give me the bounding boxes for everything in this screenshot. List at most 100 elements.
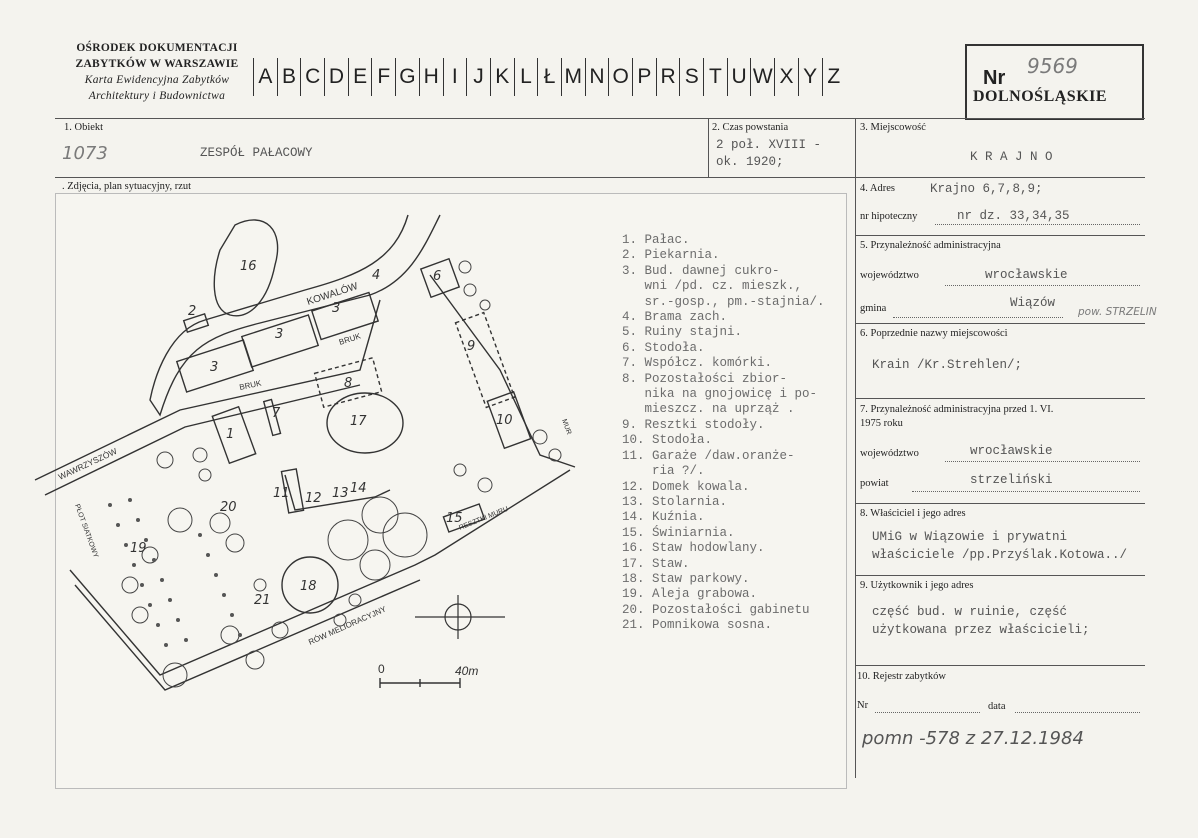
rule: [55, 118, 1145, 119]
poprzednie-label: 6. Poprzednie nazwy miejscowości: [860, 328, 1008, 339]
num-13: 13: [332, 486, 349, 501]
region-label: DOLNOŚLĄSKIE: [973, 88, 1108, 105]
letter: H: [418, 58, 443, 96]
przed1975-label-2: 1975 roku: [860, 418, 903, 429]
road: [149, 214, 441, 417]
letter: R: [655, 58, 680, 96]
uzytkownik-value-2: użytkowana przez właścicieli;: [872, 623, 1090, 637]
miejscowosc-value: K R A J N O: [970, 150, 1053, 164]
nr-box: Nr 9569 DOLNOŚLĄSKIE: [965, 44, 1144, 120]
road-west: [34, 299, 381, 481]
powiat-line: [912, 491, 1140, 492]
institution-line-2: ZABYTKÓW W WARSZAWIE: [75, 58, 239, 70]
letter: U: [726, 58, 751, 96]
legend-item: 1. Pałac.: [622, 233, 690, 247]
scale-bar: [379, 678, 461, 688]
rejestr-label: 10. Rejestr zabytków: [857, 671, 946, 682]
legend-item: 5. Ruiny stajni.: [622, 325, 743, 340]
legend-item: 21. Pomnikowa sosna.: [622, 618, 773, 633]
wojewodztwo-label: województwo: [860, 270, 919, 281]
num-21: 21: [254, 593, 271, 608]
letter: K: [489, 58, 514, 96]
legend-item: wni /pd. cz. mieszk.,: [622, 279, 803, 294]
building-10: [486, 390, 532, 450]
wojewodztwo2-value: wrocławskie: [970, 444, 1053, 458]
rule: [855, 665, 1145, 666]
label-plot: PŁOT SIATKOWY: [73, 503, 99, 559]
rule: [855, 323, 1145, 324]
gmina-note: pow. STRZELIN: [1078, 306, 1157, 318]
letter: S: [679, 58, 703, 96]
card-line-2: Architektury i Budownictwa: [88, 90, 226, 102]
north-arrow-icon: [415, 595, 505, 639]
hipoteczny-label: nr hipoteczny: [860, 211, 918, 222]
num-14: 14: [350, 481, 367, 496]
rejestr-nr-label: Nr: [857, 700, 869, 711]
letter: Z: [821, 58, 846, 96]
nr-label: Nr: [983, 67, 1006, 89]
obiekt-number: 1073: [62, 143, 108, 164]
building-1: [211, 405, 257, 465]
letter: E: [347, 58, 372, 96]
wall-east: [429, 274, 576, 468]
letter: A: [253, 58, 277, 96]
label-bruk-2: BRUK: [239, 378, 263, 392]
czas-label: 2. Czas powstania: [712, 122, 789, 133]
wojewodztwo2-line: [945, 461, 1140, 462]
legend-item: 20. Pozostałości gabinetu: [622, 602, 810, 617]
rule: [855, 118, 856, 778]
num-8: 8: [344, 376, 352, 391]
rule: [855, 177, 1145, 178]
przed1975-label-1: 7. Przynależność administracyjna przed 1…: [860, 404, 1054, 415]
rule: [855, 503, 1145, 504]
legend: 1. Pałac. 2. Piekarnia. 3. Bud. dawnej c…: [622, 233, 825, 634]
rejestr-value: pomn -578 z 27.12.1984: [862, 728, 1084, 749]
num-9: 9: [467, 339, 475, 354]
letter-index: A B C D E F G H I J K L Ł M N O P R S T …: [253, 58, 845, 96]
letter: G: [395, 58, 419, 96]
adres-label: 4. Adres: [860, 183, 895, 194]
park-boundary: [69, 469, 571, 676]
letter: D: [324, 58, 348, 96]
letter: N: [584, 58, 609, 96]
obiekt-value: ZESPÓŁ PAŁACOWY: [200, 146, 313, 160]
legend-item: 15. Świniarnia.: [622, 525, 735, 540]
num-6: 6: [433, 269, 441, 284]
num-3c: 3: [332, 301, 340, 316]
wlasciciel-value-2: właściciele /pp.Przyślak.Kotowa../: [872, 548, 1128, 562]
card-line-1: Karta Ewidencyjna Zabytków: [84, 74, 230, 86]
legend-item: ria ?/.: [622, 464, 705, 479]
legend-item: 4. Brama zach.: [622, 310, 728, 325]
nr-value: 9569: [1027, 54, 1078, 78]
label-resztki: RESZTKI MURU: [458, 506, 509, 532]
num-1: 1: [226, 427, 234, 442]
gmina-value: Wiązów: [1010, 296, 1056, 310]
letter: I: [442, 58, 467, 96]
rule: [855, 575, 1145, 576]
przynaleznosc-label: 5. Przynależność administracyjna: [860, 240, 1001, 251]
legend-item: 16. Staw hodowlany.: [622, 541, 765, 556]
legend-item: 12. Domek kowala.: [622, 479, 750, 494]
num-20: 20: [220, 500, 237, 515]
trees: [121, 260, 562, 688]
rule: [855, 235, 1145, 236]
legend-item: 7. Współcz. komórki.: [622, 356, 773, 371]
legend-item: 10. Stodoła.: [622, 433, 713, 448]
legend-item: nika na gnojowicę i po-: [622, 387, 818, 402]
wojewodztwo-value: wrocławskie: [985, 268, 1068, 282]
num-7: 7: [272, 406, 281, 421]
num-12: 12: [305, 491, 322, 506]
poprzednie-value: Krain /Kr.Strehlen/;: [872, 358, 1023, 372]
obiekt-label: 1. Obiekt: [64, 122, 104, 133]
letter: W: [750, 58, 774, 96]
legend-item: sr.-gosp., pm.-stajnia/.: [622, 294, 825, 309]
num-4: 4: [372, 268, 380, 283]
building-3b: [240, 314, 320, 368]
letter: P: [632, 58, 656, 96]
rejestr-nr-line: [875, 712, 980, 713]
legend-item: 8. Pozostałości zbior-: [622, 371, 788, 386]
miejscowosc-label: 3. Miejscowość: [860, 122, 926, 133]
scale-40: 40m: [455, 664, 478, 678]
num-17: 17: [350, 414, 367, 429]
building-3c: [310, 291, 380, 341]
